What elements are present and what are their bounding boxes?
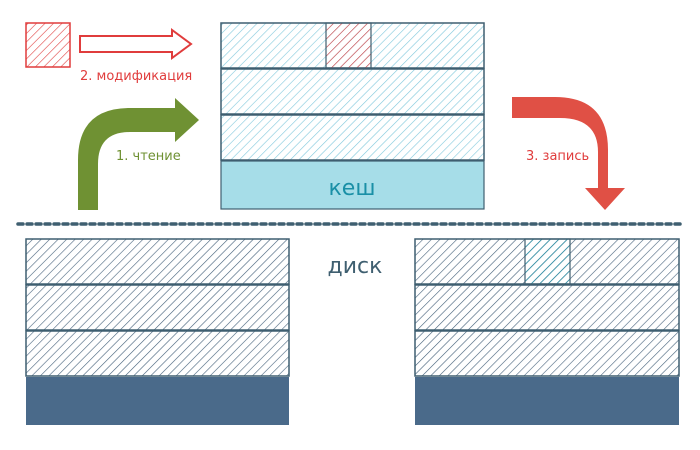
- disk-block-after: [414, 238, 680, 425]
- disk-row-2: [25, 284, 290, 331]
- cache-base: [220, 160, 485, 210]
- outline-arrow-right-icon: [79, 28, 193, 60]
- cache-modified-cell: [325, 22, 372, 69]
- disk-block-before: [25, 238, 290, 425]
- disk-written-cell: [524, 238, 571, 285]
- write-label: 3. запись: [526, 149, 589, 164]
- disk-row-3: [25, 330, 290, 377]
- cache-label: кеш: [329, 176, 376, 201]
- cache-block: кеш: [220, 22, 485, 210]
- cache-row-3: [220, 114, 485, 161]
- disk-base: [26, 377, 289, 425]
- modify-label: 2. модификация: [80, 69, 192, 84]
- disk-label: диск: [328, 254, 383, 279]
- disk-row-1: [25, 238, 290, 285]
- curved-arrow-down-icon: [512, 97, 625, 210]
- read-label: 1. чтение: [116, 149, 181, 164]
- cache-row-2: [220, 68, 485, 115]
- curved-arrow-right-icon: [78, 98, 199, 210]
- disk-row-3: [414, 330, 680, 377]
- modified-page: [25, 22, 71, 68]
- disk-row-2: [414, 284, 680, 331]
- disk-base: [415, 377, 679, 425]
